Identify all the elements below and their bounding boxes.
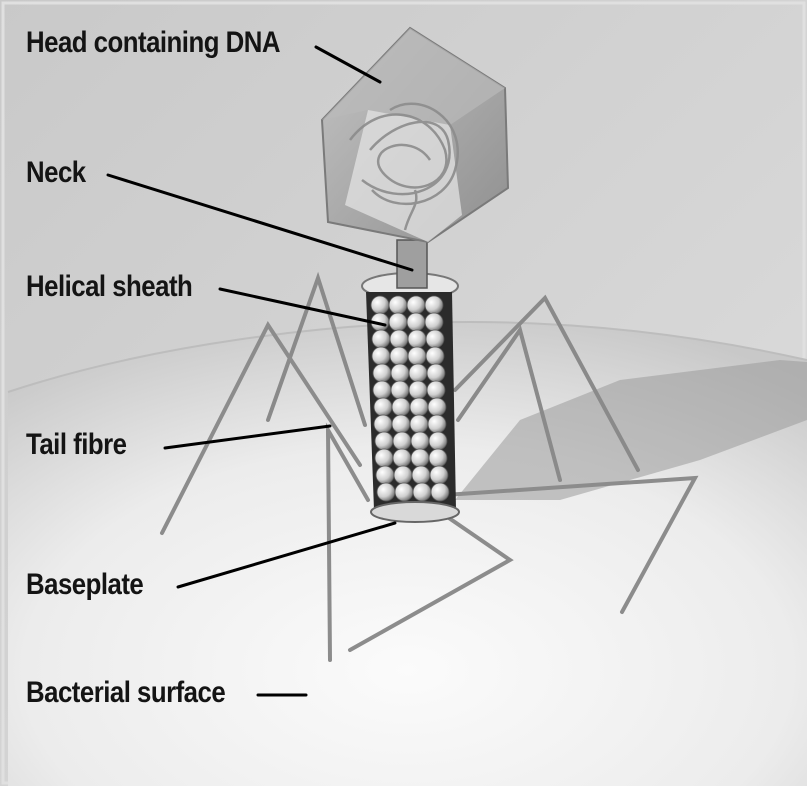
label-neck: Neck <box>26 158 86 188</box>
label-baseplate: Baseplate <box>26 570 143 600</box>
label-head-containing-dna: Head containing DNA <box>26 28 280 58</box>
neck-tube <box>397 240 427 288</box>
label-bacterial-surface: Bacterial surface <box>26 678 225 708</box>
label-helical-sheath: Helical sheath <box>26 272 192 302</box>
label-tail-fibre: Tail fibre <box>26 430 126 460</box>
baseplate-disc <box>371 502 459 522</box>
